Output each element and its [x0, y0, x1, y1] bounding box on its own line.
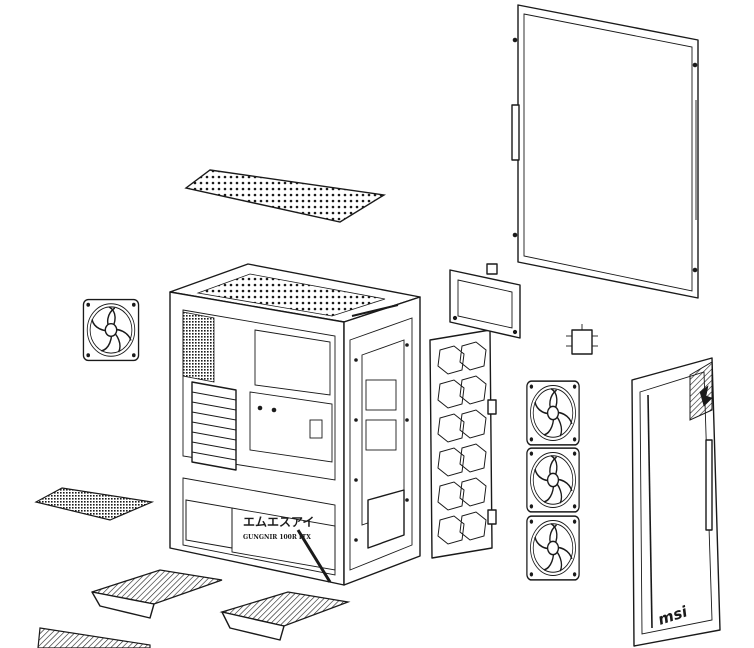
front-fan-bottom: [526, 515, 580, 581]
case-foot-left: [91, 569, 223, 619]
bottom-dust-filter: [34, 487, 155, 521]
fan-hub: [566, 324, 598, 355]
front-fan-middle: [526, 447, 580, 513]
rear-fan: [82, 298, 140, 362]
front-panel: msi: [631, 357, 721, 647]
side-panel: [511, 4, 699, 299]
case-logo-sub: GUNGNIR 100R ITX: [243, 534, 311, 541]
case-chassis: エムエスアイ GUNGNIR 100R ITX: [169, 263, 421, 586]
case-logo-jp: エムエスアイ: [243, 515, 314, 529]
mount-bracket: [449, 263, 521, 339]
bottom-panel-partial: [37, 627, 151, 648]
case-foot-right: [219, 591, 351, 641]
top-dust-filter: [184, 169, 387, 223]
front-dust-filter: [429, 329, 497, 559]
front-fan-top: [526, 380, 580, 446]
expansion-slots: [191, 381, 237, 471]
